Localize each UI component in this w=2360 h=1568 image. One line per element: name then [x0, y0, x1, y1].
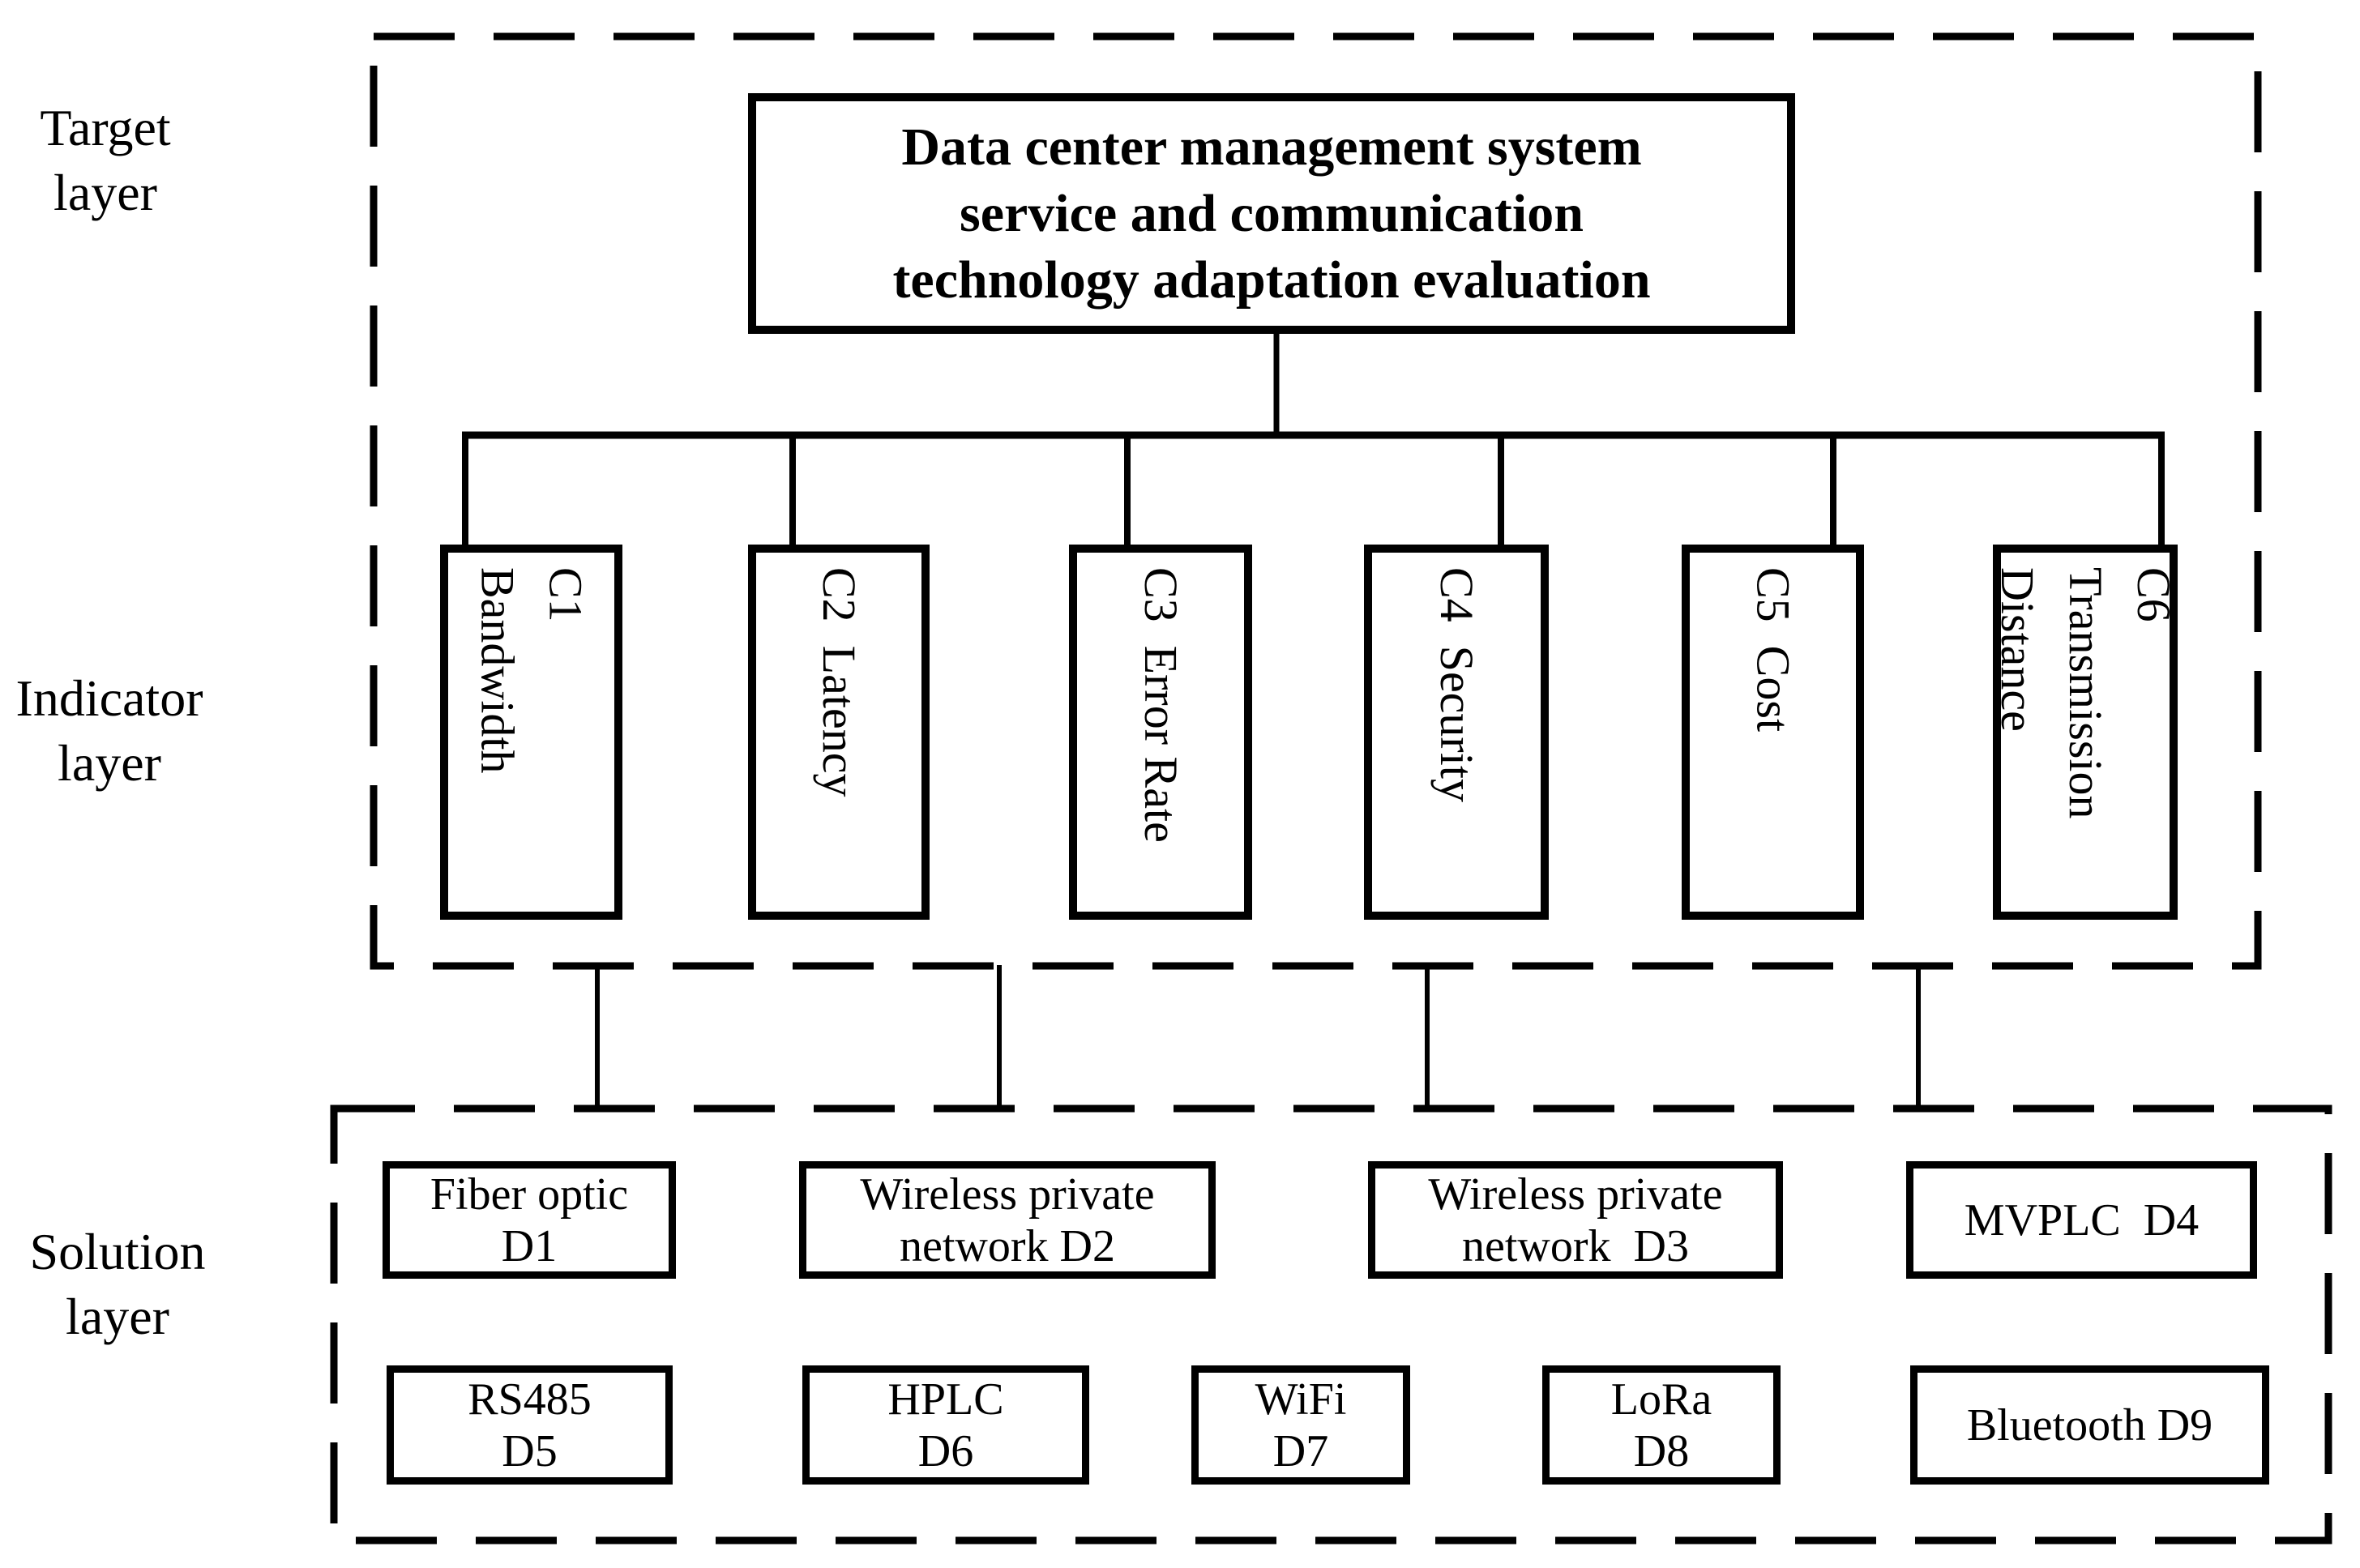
layer-label-indicator: Indicator layer	[4, 666, 215, 796]
layer-label-target-line1: Target	[40, 99, 171, 156]
solution-d7-line1: WiFi	[1255, 1374, 1347, 1425]
indicator-box-c6: C6 Transmission Distance	[1991, 545, 2180, 920]
solution-d7-line2: D7	[1272, 1425, 1329, 1476]
solution-d3-line1: Wireless private	[1428, 1169, 1723, 1220]
indicator-box-c3: C3 Error Rate	[1069, 545, 1252, 920]
solution-box-d6: HPLC D6	[802, 1365, 1089, 1485]
target-box: Data center management system service an…	[748, 93, 1795, 334]
indicator-c4-line1: C4 Security	[1430, 567, 1484, 802]
indicator-box-c6-text: C6 Transmission Distance	[1983, 567, 2187, 819]
indicator-c6-line1: C6	[2127, 567, 2181, 622]
solution-d9-line1: Bluetooth D9	[1966, 1399, 2213, 1451]
solution-box-d8: LoRa D8	[1542, 1365, 1781, 1485]
target-box-line2: service and communication	[960, 183, 1584, 243]
layer-label-indicator-line1: Indicator	[15, 669, 203, 727]
solution-d4-line1: MVPLC D4	[1964, 1194, 2200, 1245]
solution-d8-line1: LoRa	[1610, 1374, 1712, 1425]
indicator-box-c5-text: C5 Cost	[1738, 567, 1806, 732]
layer-label-solution-line1: Solution	[29, 1223, 206, 1280]
target-box-line1: Data center management system	[901, 117, 1642, 177]
solution-box-d4: MVPLC D4	[1906, 1161, 2257, 1279]
indicator-box-c2: C2 Latency	[748, 545, 930, 920]
target-indicator-dashed-frame	[370, 32, 2262, 970]
indicator-box-c4: C4 Security	[1364, 545, 1549, 920]
solution-d5-line1: RS485	[468, 1374, 592, 1425]
solution-dashed-frame	[330, 1104, 2332, 1545]
layer-label-indicator-line2: layer	[58, 734, 161, 792]
solution-box-d7: WiFi D7	[1191, 1365, 1410, 1485]
indicator-c6-line2: Transmission	[2059, 567, 2113, 819]
indicator-box-c1: C1 Bandwidth	[440, 545, 622, 920]
solution-d6-line2: D6	[917, 1425, 974, 1476]
indicator-box-c1-text: C1 Bandwidth	[463, 567, 599, 774]
solution-box-d1: Fiber optic D1	[383, 1161, 676, 1279]
solution-d8-line2: D8	[1633, 1425, 1690, 1476]
solution-box-d9: Bluetooth D9	[1910, 1365, 2269, 1485]
solution-d6-line1: HPLC	[887, 1374, 1004, 1425]
solution-d3-line2: network D3	[1462, 1220, 1689, 1271]
indicator-c1-line1: C1	[539, 567, 592, 622]
indicator-c6-line3: Distance	[1990, 567, 2044, 732]
layer-label-solution: Solution layer	[16, 1220, 219, 1349]
layer-label-target-line2: layer	[53, 164, 157, 221]
indicator-c5-line1: C5 Cost	[1746, 567, 1800, 733]
indicator-c2-line1: C2 Latency	[813, 567, 866, 797]
solution-d1-line2: D1	[501, 1220, 558, 1271]
layer-label-target: Target layer	[20, 96, 190, 225]
indicator-c3-line1: C3 Error Rate	[1135, 567, 1188, 843]
indicator-box-c4-text: C4 Security	[1422, 567, 1490, 802]
solution-box-d3: Wireless private network D3	[1368, 1161, 1783, 1279]
solution-box-d5: RS485 D5	[387, 1365, 673, 1485]
solution-d5-line2: D5	[502, 1425, 558, 1476]
indicator-box-c5: C5 Cost	[1682, 545, 1864, 920]
solution-d1-line1: Fiber optic	[430, 1169, 629, 1220]
solution-box-d2: Wireless private network D2	[799, 1161, 1216, 1279]
indicator-box-c3-text: C3 Error Rate	[1127, 567, 1195, 843]
target-box-line3: technology adaptation evaluation	[892, 250, 1651, 310]
solution-d2-line2: network D2	[900, 1220, 1115, 1271]
indicator-c1-line2: Bandwidth	[471, 567, 524, 774]
layer-label-solution-line2: layer	[66, 1288, 169, 1345]
solution-d2-line1: Wireless private	[860, 1169, 1155, 1220]
indicator-box-c2-text: C2 Latency	[805, 567, 873, 797]
